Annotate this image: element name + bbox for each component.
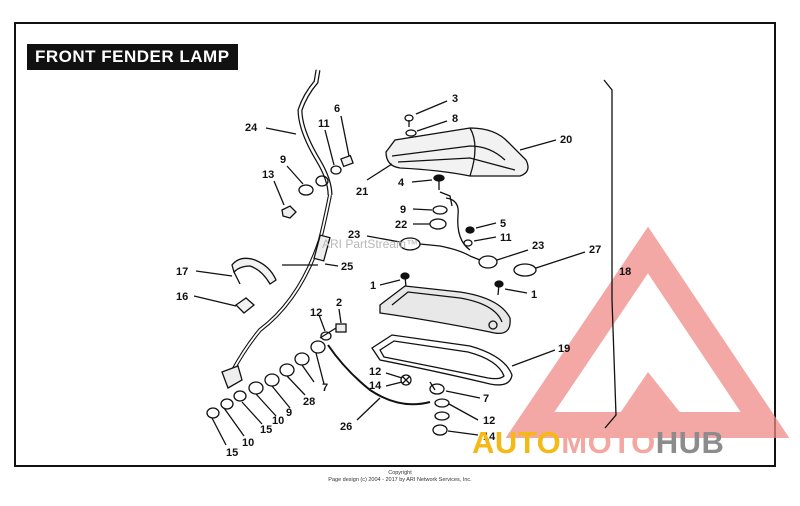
screw-4-part <box>411 174 445 190</box>
callout-12b: 12 <box>369 366 381 378</box>
callout-10a: 10 <box>272 415 284 427</box>
callout-15b: 15 <box>226 447 238 459</box>
brand-wordmark: AUTOMOTOHUB <box>472 425 724 461</box>
callout-20: 20 <box>560 134 572 146</box>
callout-14a: 14 <box>369 380 382 392</box>
callout-5: 5 <box>500 218 506 230</box>
diagram-title: FRONT FENDER LAMP <box>27 44 238 70</box>
callout-labels: 3 8 20 4 21 9 22 23 5 11 23 27 18 1 1 19… <box>176 93 631 459</box>
callout-8: 8 <box>452 113 458 125</box>
fastener-set-part <box>273 115 354 219</box>
callout-17: 17 <box>176 266 188 278</box>
callout-21: 21 <box>356 186 368 198</box>
callout-23a: 23 <box>348 229 360 241</box>
callout-13: 13 <box>262 169 274 181</box>
brand-part-auto: AUTO <box>472 425 562 460</box>
callout-9c: 9 <box>286 407 292 419</box>
screw-5-part <box>463 222 497 247</box>
diagram-frame <box>14 22 776 467</box>
callout-24: 24 <box>245 122 258 134</box>
bolt-2-part <box>318 308 347 341</box>
footer-copyright: Copyright <box>388 470 412 476</box>
callout-22: 22 <box>395 219 407 231</box>
wire-26-part <box>327 344 431 421</box>
callout-25: 25 <box>341 261 353 273</box>
bracket-line-18 <box>603 79 617 429</box>
callout-7b: 7 <box>483 393 489 405</box>
callout-3: 3 <box>452 93 458 105</box>
callout-4: 4 <box>398 177 405 189</box>
callout-26: 26 <box>340 421 352 433</box>
wire-25-part <box>221 194 339 389</box>
gasket-19-part <box>371 334 556 386</box>
callout-2: 2 <box>336 297 342 309</box>
screw-1-part <box>379 272 528 296</box>
lamp-lens-part <box>379 285 511 335</box>
callout-10b: 10 <box>242 437 254 449</box>
callout-15a: 15 <box>260 424 272 436</box>
callout-7a: 7 <box>322 382 328 394</box>
brand-logo-icon <box>505 226 790 438</box>
clamp-17-part <box>195 257 277 285</box>
callout-23b: 23 <box>532 240 544 252</box>
callout-12a: 12 <box>310 307 322 319</box>
bulb-23-part <box>366 235 471 257</box>
callout-9a: 9 <box>280 154 286 166</box>
lamp-housing-part <box>385 127 529 177</box>
footer-page-design: Page design (c) 2004 - 2017 by ARI Netwo… <box>328 477 472 483</box>
callout-18: 18 <box>619 266 631 278</box>
callout-14b: 14 <box>483 431 496 443</box>
callout-27: 27 <box>589 244 601 256</box>
callout-1b: 1 <box>531 289 537 301</box>
bulb-27-part <box>469 249 586 277</box>
watermark-text: ARI PartStream™ <box>322 237 419 251</box>
screw-3-part <box>404 100 448 137</box>
callout-19: 19 <box>558 343 570 355</box>
callout-6: 6 <box>334 103 340 115</box>
callout-9b: 9 <box>400 204 406 216</box>
callout-11b: 11 <box>500 232 512 244</box>
callout-11a: 11 <box>318 118 330 130</box>
lower-hardware-part <box>400 374 481 436</box>
callout-16: 16 <box>176 291 188 303</box>
brand-part-moto: MOTO <box>561 425 656 460</box>
clip-16-part <box>193 295 256 314</box>
callout-12c: 12 <box>483 415 495 427</box>
callout-28: 28 <box>303 396 315 408</box>
socket-assembly-part <box>412 191 471 251</box>
washer-stack-part <box>206 340 326 446</box>
callout-1a: 1 <box>370 280 376 292</box>
brand-part-hub: HUB <box>655 425 725 460</box>
